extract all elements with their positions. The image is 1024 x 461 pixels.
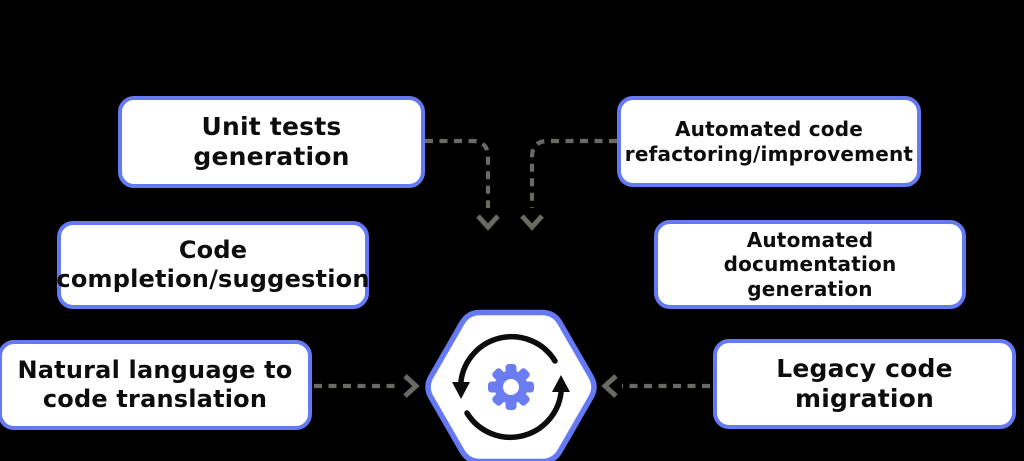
sync-arrows-icon xyxy=(452,333,570,441)
arrow-left-icon xyxy=(601,374,618,398)
center-hexagon xyxy=(425,309,597,461)
feature-box-label: Unit tests generation xyxy=(193,111,350,172)
feature-box-unit-tests: Unit tests generation xyxy=(118,96,425,188)
feature-box-natural-language: Natural language to code translation xyxy=(0,340,312,430)
feature-box-label: Automated code refactoring/improvement xyxy=(624,117,914,166)
feature-box-label: Natural language to code translation xyxy=(17,355,293,413)
feature-box-documentation: Automated documentation generation xyxy=(654,220,966,309)
gear-icon xyxy=(488,364,534,410)
connector-refactoring-to-center xyxy=(520,138,617,231)
feature-box-label: Legacy code migration xyxy=(776,353,953,414)
feature-box-label: Code completion/suggestion xyxy=(56,235,370,293)
arrow-down-icon xyxy=(476,214,500,231)
connector-natural-language-to-center xyxy=(314,374,420,398)
arrow-right-icon xyxy=(403,374,420,398)
arrow-down-icon xyxy=(520,214,544,231)
feature-box-legacy-migration: Legacy code migration xyxy=(713,339,1016,429)
feature-box-refactoring: Automated code refactoring/improvement xyxy=(617,96,921,187)
connector-unit-tests-to-center xyxy=(425,138,500,231)
connector-legacy-to-center xyxy=(601,374,710,398)
feature-box-label: Automated documentation generation xyxy=(723,227,897,301)
feature-box-code-completion: Code completion/suggestion xyxy=(56,221,370,309)
